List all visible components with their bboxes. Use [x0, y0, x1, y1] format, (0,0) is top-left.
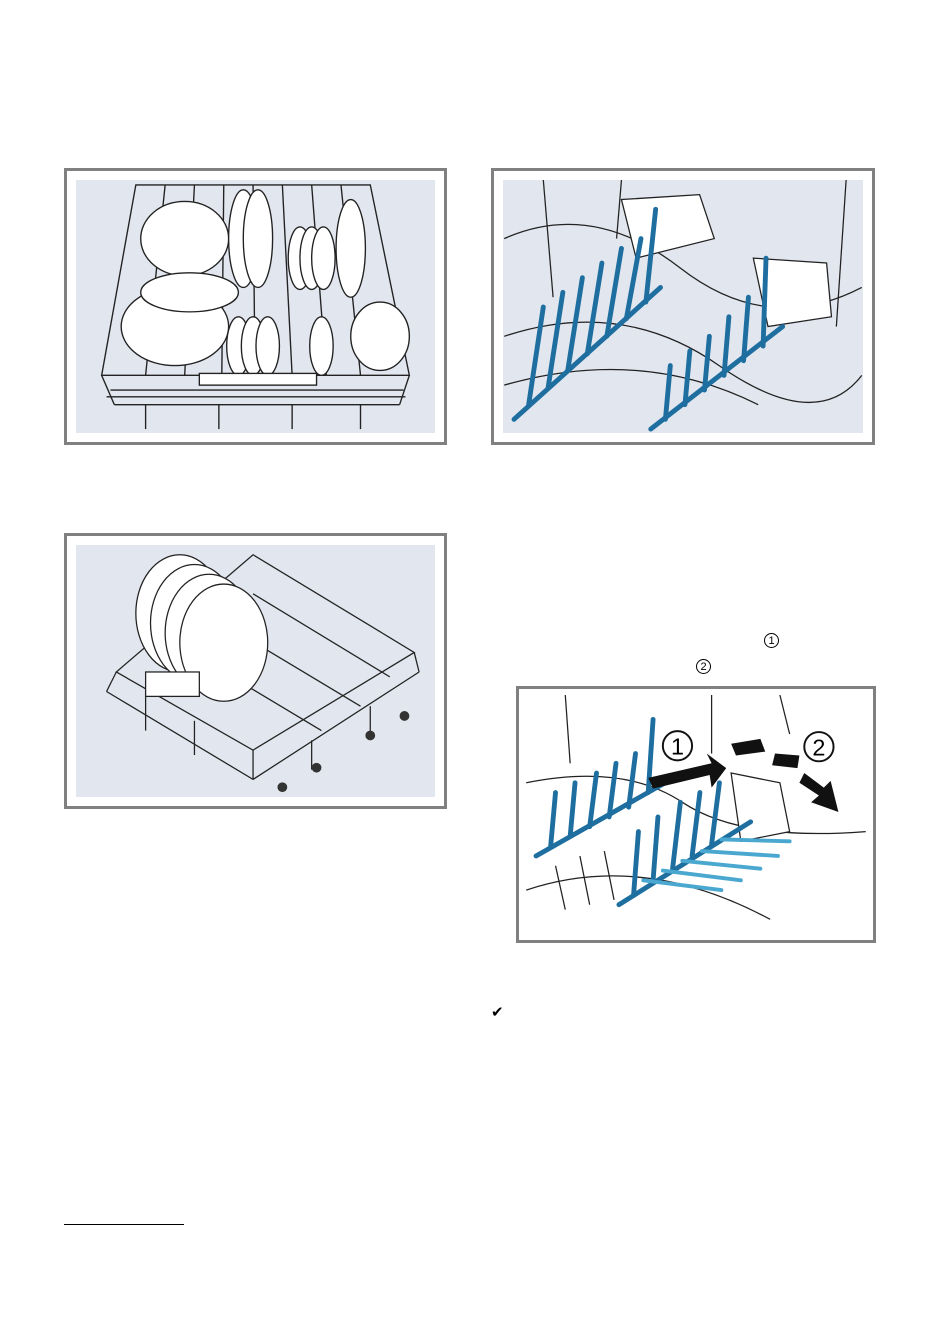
step-marker-2: 2 — [696, 659, 711, 674]
upper-basket-drawing — [76, 180, 435, 433]
lower-basket-drawing — [76, 545, 435, 797]
fold-tines-steps-drawing: 1 2 — [525, 695, 867, 934]
step-marker-1: 1 — [764, 633, 779, 648]
upper-basket-loaded-illustration — [64, 168, 447, 445]
result-check-icon: ✔ — [491, 1005, 504, 1021]
callout-1: 1 — [671, 734, 684, 760]
foldable-tines-drawing — [503, 180, 863, 433]
lower-basket-plates-illustration — [64, 533, 447, 809]
callout-2: 2 — [812, 734, 825, 760]
fold-tines-steps-illustration: 1 2 — [516, 686, 876, 943]
footnote-separator — [64, 1224, 184, 1225]
foldable-tines-illustration — [491, 168, 875, 445]
